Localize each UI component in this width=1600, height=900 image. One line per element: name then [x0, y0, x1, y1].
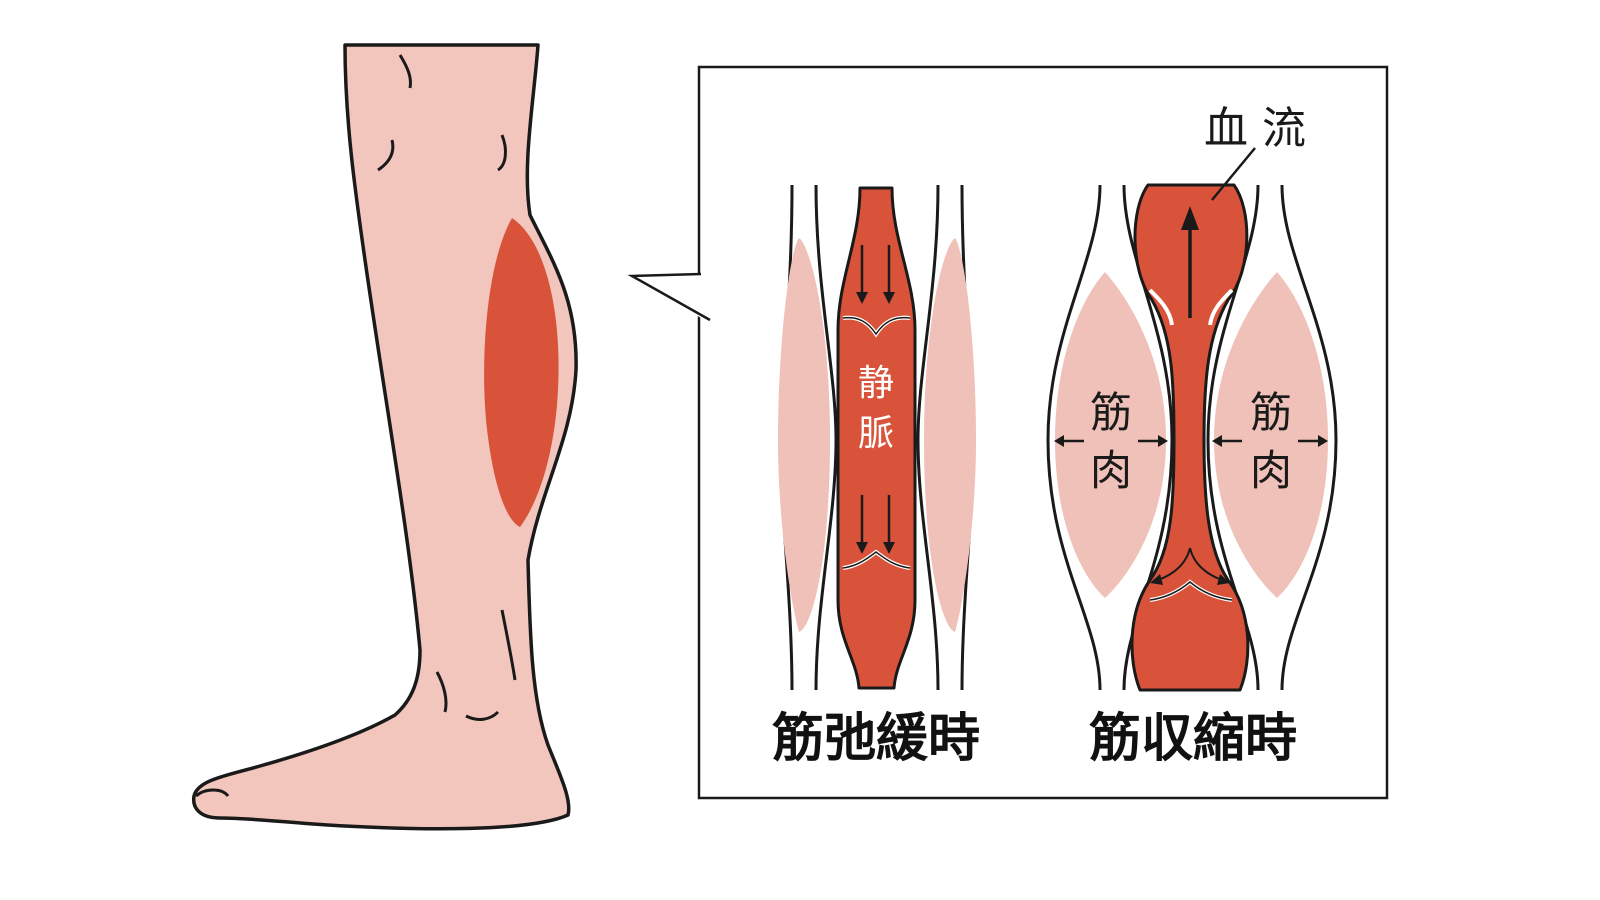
knee-crease-line [398, 54, 412, 89]
muscle-label-left: 肉 [1090, 446, 1132, 495]
muscle-right-contracted [1214, 272, 1328, 598]
muscle-label-left: 筋 [1090, 388, 1132, 437]
muscle-left-relaxed [778, 238, 830, 632]
arrow-up-icon [1181, 206, 1199, 318]
relaxed-caption: 筋弛緩時 [772, 709, 980, 769]
leg-illustration [191, 43, 578, 831]
contracted-state-diagram: 筋 肉 筋 肉 血 流 [1046, 103, 1338, 692]
toe-nail [195, 788, 230, 798]
arrow-down-icon [883, 495, 895, 554]
muscle-label-right: 肉 [1250, 446, 1292, 495]
muscle-left-contracted [1055, 272, 1166, 598]
relaxed-state-diagram: 静 脈 [778, 184, 976, 691]
arrow-left-right-icon [1212, 435, 1328, 447]
muscle-label-right: 筋 [1250, 388, 1292, 437]
knee-crease-line [377, 139, 395, 172]
arrow-left-right-icon [1054, 435, 1168, 447]
vein-contracted [1130, 183, 1250, 692]
muscle-outline [1046, 184, 1102, 691]
muscle-outline [916, 184, 940, 691]
muscle-outline [814, 184, 838, 691]
ankle-line [500, 609, 517, 681]
blood-flow-label: 血 流 [1204, 103, 1306, 154]
calf-muscle-highlight [484, 218, 559, 527]
vein-valve-open [1208, 288, 1234, 326]
muscle-outline [1280, 184, 1338, 691]
callout-pointer-edge [627, 272, 711, 322]
blood-flow-leader-line [1211, 147, 1256, 201]
vein-valve-open [1148, 288, 1174, 326]
vein-valve [842, 316, 911, 336]
vein-valve-closed [1149, 581, 1233, 601]
vein-valve [842, 551, 911, 569]
arrow-down-icon [856, 495, 868, 554]
muscle-right-relaxed [924, 238, 976, 632]
arrow-down-icon [856, 245, 868, 304]
ankle-line [465, 710, 500, 721]
backflow-arrow-icon [1150, 547, 1230, 585]
knee-back-line [497, 134, 507, 172]
ankle-line [435, 671, 448, 713]
arrow-down-icon [883, 245, 895, 304]
vein-label: 静 [858, 363, 894, 404]
vein-label: 脈 [858, 413, 894, 454]
leg-silhouette [191, 43, 578, 831]
contracted-caption: 筋収縮時 [1089, 709, 1297, 769]
